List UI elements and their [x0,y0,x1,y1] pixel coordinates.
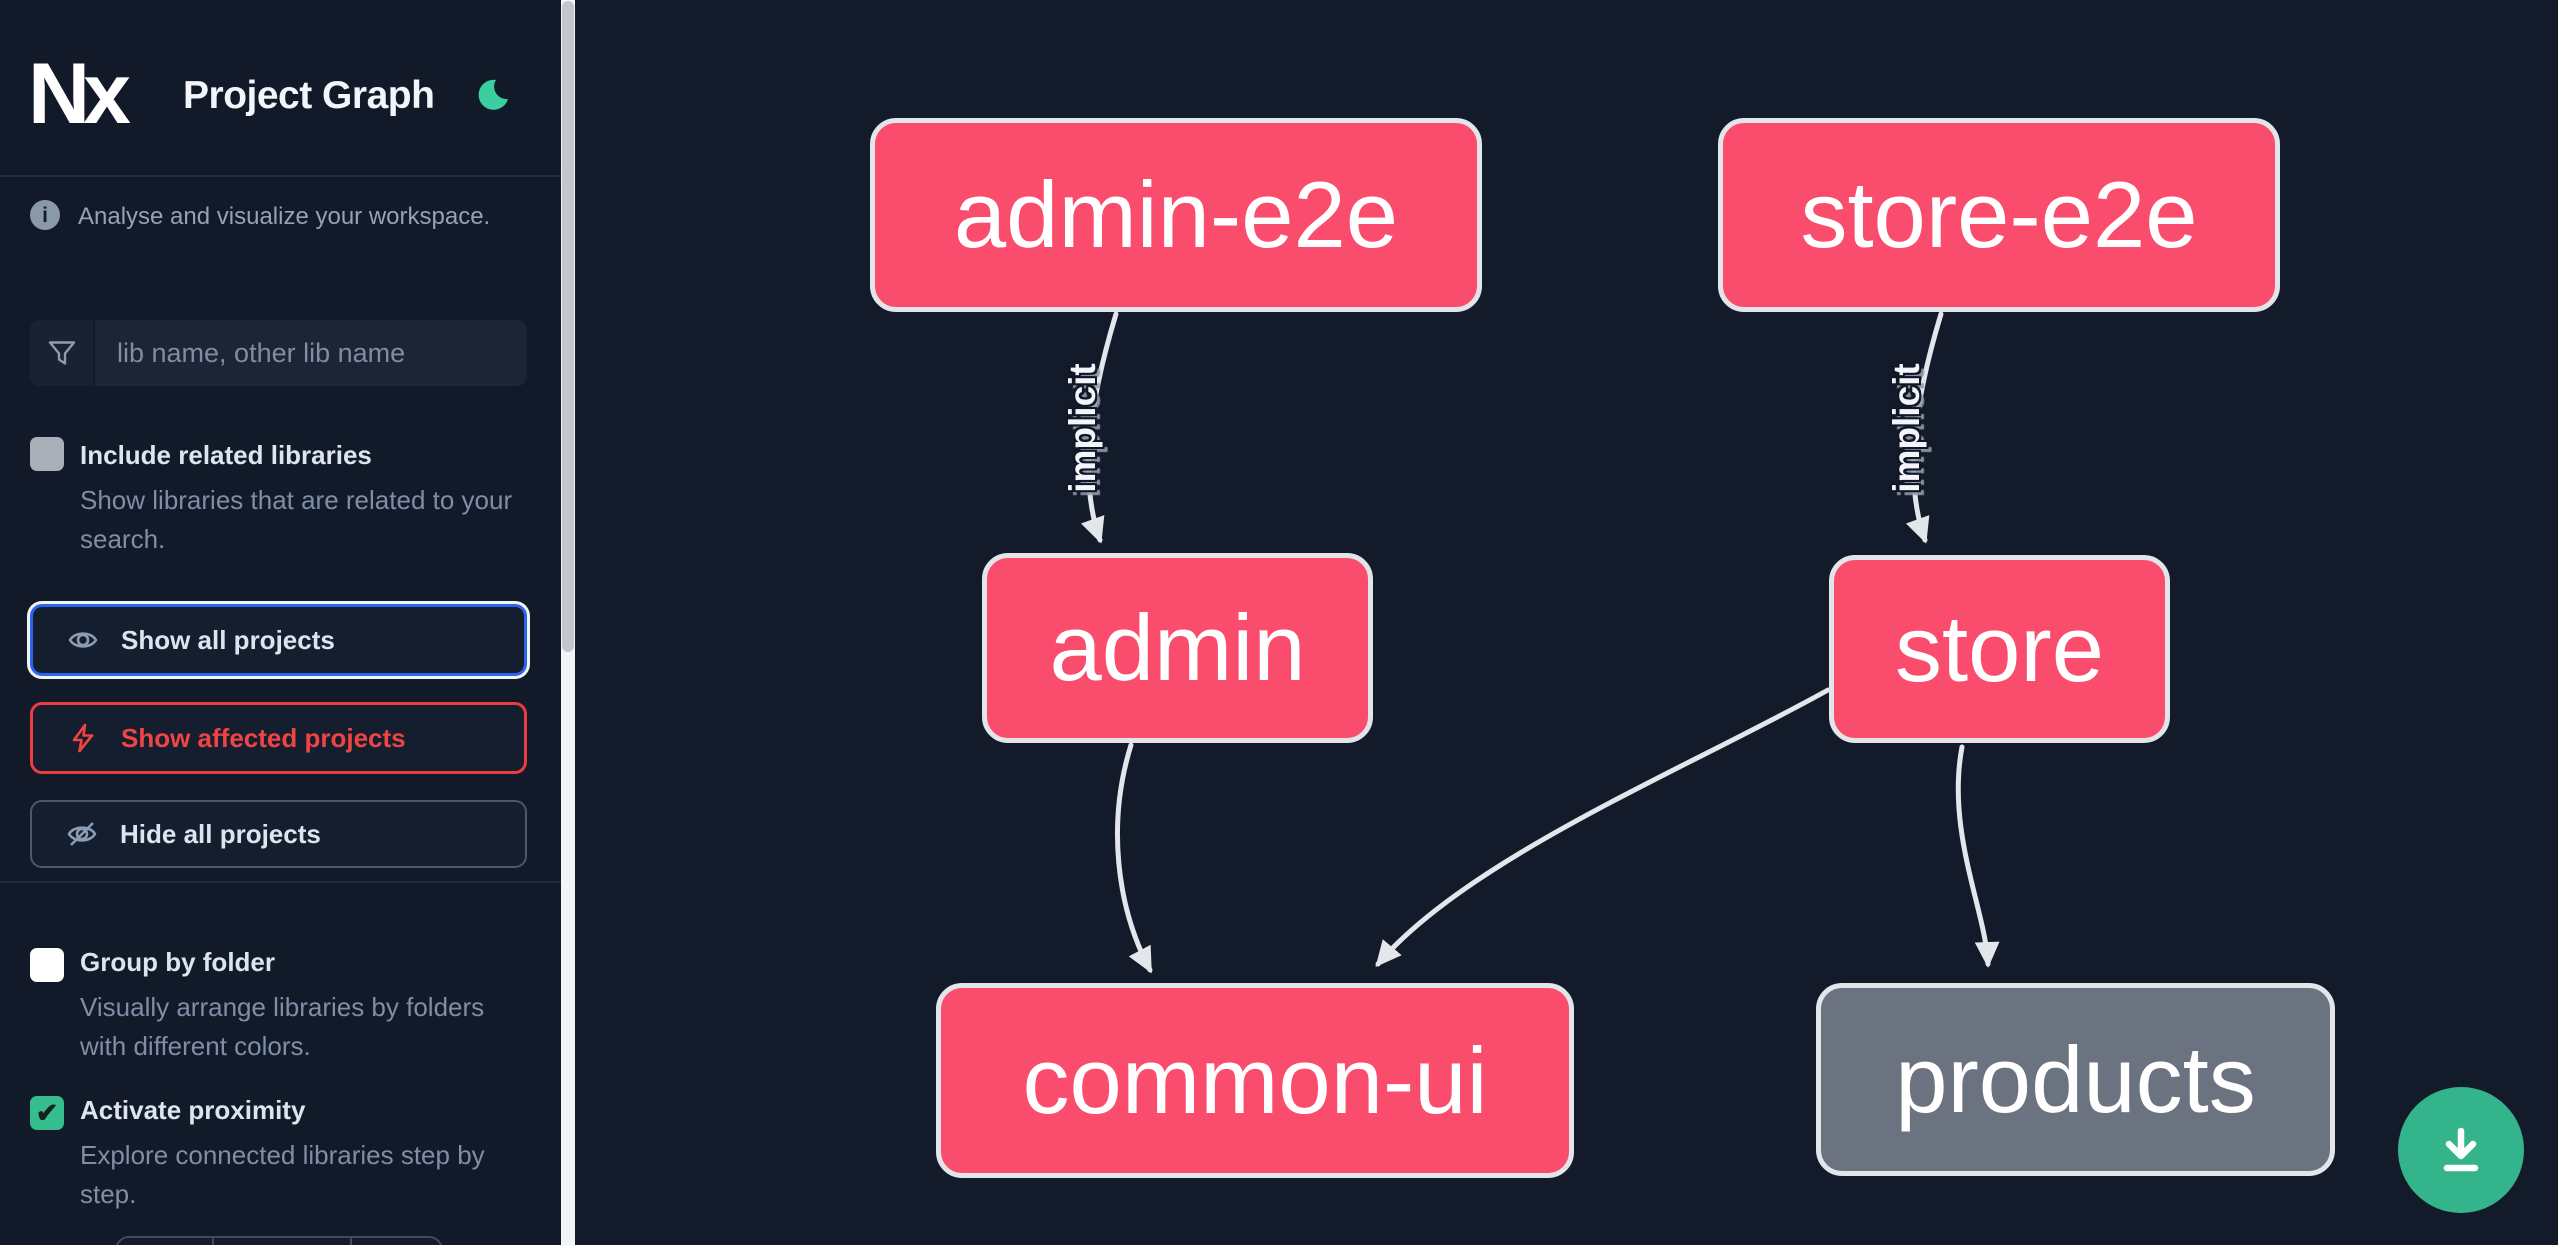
checkbox-include-related-libraries[interactable] [30,437,64,471]
proximity-stepper[interactable] [115,1236,443,1245]
app-title: Project Graph [183,74,435,117]
eye-off-icon [66,818,98,850]
stepper-divider [212,1238,214,1245]
lightning-bolt-icon [67,722,99,754]
search-input[interactable] [95,320,527,386]
checkbox-group-by-folder[interactable] [30,948,64,982]
filter-icon [30,320,95,386]
graph-node-store-e2e[interactable]: store-e2e [1718,118,2280,312]
search-box [30,320,527,386]
info-icon: i [30,200,60,230]
edge-label-implicit: implicit [1886,363,1927,493]
show-all-projects-button[interactable]: Show all projects [30,604,527,676]
moon-icon [478,79,508,110]
sidebar-scrollbar-thumb[interactable] [562,1,574,652]
edge-label-implicit: implicit [1062,363,1103,493]
graph-node-common-ui[interactable]: common-ui [936,983,1574,1178]
checkbox-label: Include related libraries [80,440,372,470]
download-image-button[interactable] [2398,1087,2524,1213]
button-label: Show affected projects [121,722,406,753]
checkbox-description: Explore connected libraries step by step… [80,1140,485,1209]
theme-toggle[interactable] [472,76,512,116]
header-divider [0,175,561,177]
tagline: Analyse and visualize your workspace. [78,203,491,230]
graph-node-admin[interactable]: admin [982,553,1373,743]
eye-icon [67,624,99,656]
graph-node-products[interactable]: products [1816,983,2335,1176]
graph-node-store[interactable]: store [1829,555,2170,743]
graph-node-admin-e2e[interactable]: admin-e2e [870,118,1482,312]
checkbox-label: Group by folder [80,947,275,977]
stepper-divider [350,1238,352,1245]
check-icon: ✔ [35,1098,59,1128]
button-label: Show all projects [121,624,335,655]
checkbox-label: Activate proximity [80,1095,306,1125]
nx-logo: Nx [28,46,131,142]
section-divider [0,881,561,883]
sidebar: Nx Project Graph i Analyse and visualize… [0,0,561,1245]
checkbox-description: Show libraries that are related to your … [80,485,513,554]
button-label: Hide all projects [120,818,321,849]
hide-all-projects-button[interactable]: Hide all projects [30,800,527,868]
download-icon [2443,1127,2479,1172]
show-affected-projects-button[interactable]: Show affected projects [30,702,527,774]
checkbox-activate-proximity[interactable]: ✔ [30,1096,64,1130]
checkbox-description: Visually arrange libraries by folders wi… [80,992,485,1061]
